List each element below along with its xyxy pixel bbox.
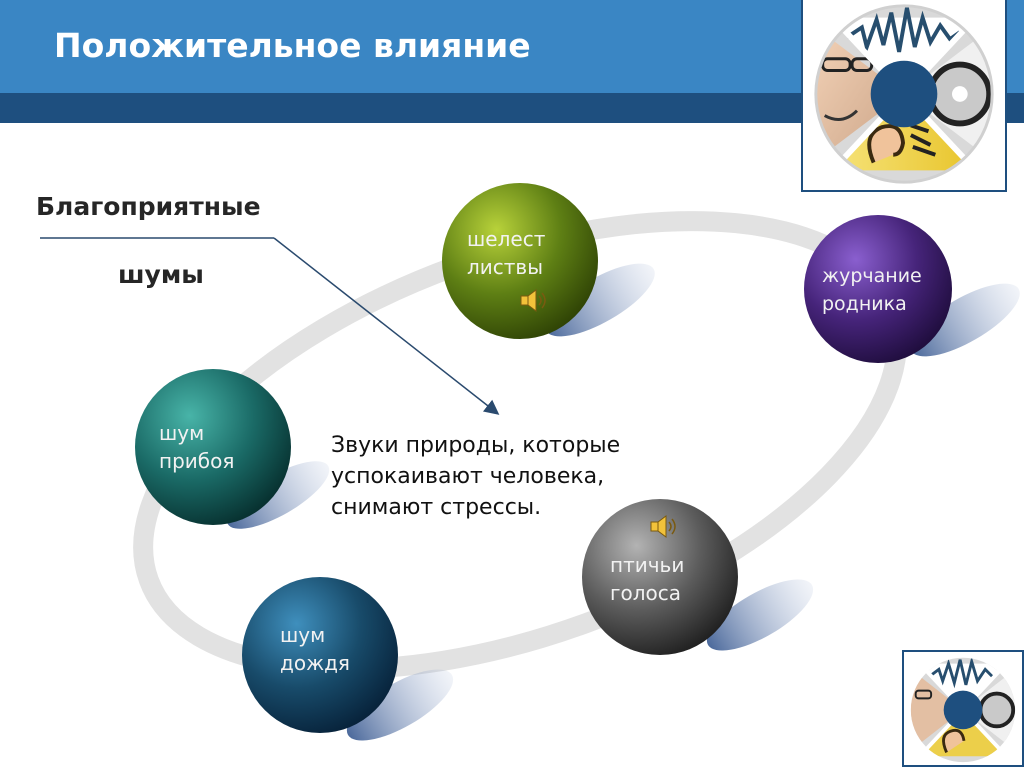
sphere-label-birds: птичьи голоса [610,551,684,607]
sphere-shadow [910,283,1020,357]
center-description-line: Звуки природы, которые [331,433,621,458]
sphere-label-leaves: шелест листвы [467,225,545,281]
sphere-label-line: родника [822,293,907,315]
sphere-label-line: прибоя [159,449,235,473]
sphere-label-line: журчание [822,265,922,287]
sphere-surf [135,369,291,525]
center-description-line: успокаивают человека, [331,464,605,489]
sphere-label-line: птичьи [610,553,685,577]
sphere-label-rain: шум дождя [280,621,350,677]
sphere-label-line: дождя [280,651,350,675]
sphere-label-line: шум [159,421,205,445]
sphere-label-line: шелест [467,227,546,251]
sphere-rain [242,577,398,733]
speaker-icon[interactable] [520,289,546,312]
sphere-label-spring: журчание родника [822,262,922,318]
sphere-shadow [346,669,454,741]
favorable-label: Благоприятные [36,192,261,221]
sphere-label-line: голоса [610,581,682,605]
center-description-line: снимают стрессы. [331,495,542,520]
page-title: Положительное влияние [54,26,531,65]
sphere-birds [582,499,738,655]
sphere-leaves [442,183,598,339]
center-description: Звуки природы, которые успокаивают челов… [331,430,691,523]
sphere-shadow [706,579,814,651]
sphere-label-line: шум [280,623,326,647]
ear-sound-emblem-small-icon [902,650,1024,767]
sphere-spring [804,215,952,363]
noise-label: шумы [118,260,204,289]
sphere-label-line: листвы [467,255,544,279]
label-arrow [273,237,500,415]
ear-sound-emblem-icon [801,0,1007,192]
sphere-label-surf: шум прибоя [159,419,234,475]
speaker-icon[interactable] [650,515,676,538]
